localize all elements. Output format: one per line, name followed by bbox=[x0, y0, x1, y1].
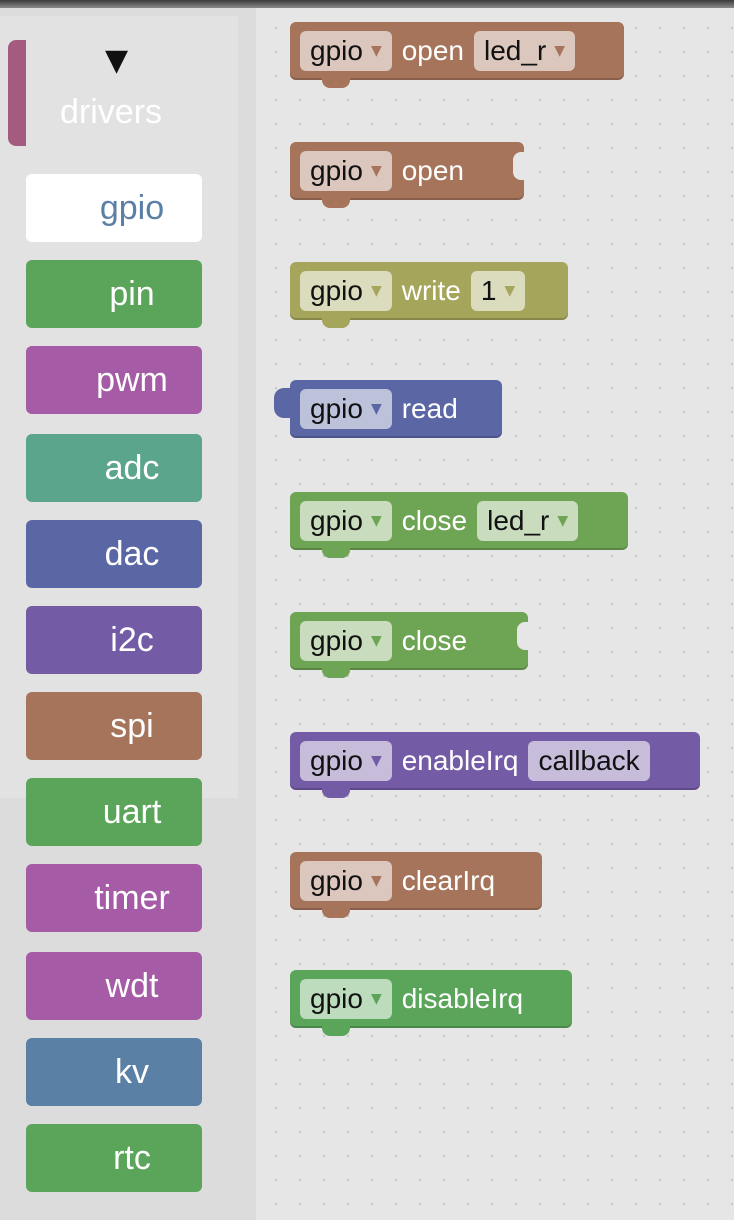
block-label: enableIrq bbox=[401, 745, 519, 776]
variable-dropdown[interactable]: gpio ▼ bbox=[300, 271, 392, 311]
block-label: clearIrq bbox=[401, 865, 496, 896]
toolbox-item-label: dac bbox=[104, 534, 160, 573]
toolbox-item-kv[interactable]: kv bbox=[26, 1038, 202, 1106]
block-gpio-open-value[interactable]: gpio ▼ open bbox=[290, 142, 525, 208]
variable-dropdown[interactable]: gpio ▼ bbox=[300, 151, 392, 191]
top-edge bbox=[0, 0, 734, 8]
toolbox-item-spi[interactable]: spi bbox=[26, 692, 202, 760]
variable-dropdown[interactable]: gpio ▼ bbox=[300, 621, 392, 661]
chevron-down-icon: ▼ bbox=[370, 991, 382, 1007]
dropdown-value: gpio bbox=[310, 505, 363, 536]
dropdown-value: 1 bbox=[480, 275, 497, 306]
block-label: disableIrq bbox=[401, 983, 524, 1014]
dropdown-value: led_r bbox=[487, 505, 550, 536]
toolbox-item-pin[interactable]: pin bbox=[26, 260, 202, 328]
input-socket bbox=[513, 152, 525, 180]
chevron-down-icon: ▼ bbox=[370, 513, 382, 529]
toolbox-item-label: pwm bbox=[96, 360, 168, 399]
variable-dropdown[interactable]: gpio ▼ bbox=[300, 389, 392, 429]
block-notch bbox=[322, 788, 350, 798]
value-dropdown[interactable]: 1▼ bbox=[470, 271, 526, 311]
block-gpio-enable-irq[interactable]: gpio ▼ enableIrq callback bbox=[290, 732, 700, 798]
pin-dropdown[interactable]: led_r ▼ bbox=[477, 501, 579, 541]
block-notch bbox=[322, 318, 350, 328]
block-gpio-close-assign[interactable]: gpio ▼ close led_r ▼ bbox=[290, 492, 628, 558]
toolbox-item-pwm[interactable]: pwm bbox=[26, 346, 202, 414]
category-drivers[interactable]: ▼ drivers bbox=[8, 40, 238, 146]
category-label: drivers bbox=[60, 93, 163, 131]
block-label: read bbox=[401, 393, 458, 424]
pin-dropdown[interactable]: led_r ▼ bbox=[474, 31, 576, 71]
dropdown-value: gpio bbox=[310, 35, 363, 66]
block-gpio-disable-irq[interactable]: gpio ▼ disableIrq bbox=[290, 970, 572, 1036]
variable-dropdown[interactable]: gpio ▼ bbox=[300, 979, 392, 1019]
toolbox-item-label: i2c bbox=[110, 620, 154, 659]
toolbox-item-label: uart bbox=[102, 792, 162, 831]
dropdown-value: gpio bbox=[310, 625, 363, 656]
toolbox-item-label: gpio bbox=[99, 188, 165, 227]
block-label: open bbox=[401, 155, 465, 186]
toolbox-item-label: kv bbox=[115, 1052, 149, 1091]
dropdown-value: gpio bbox=[310, 745, 363, 776]
block-notch bbox=[322, 908, 350, 918]
variable-dropdown[interactable]: gpio ▼ bbox=[300, 741, 392, 781]
toolbox-item-i2c[interactable]: i2c bbox=[26, 606, 202, 674]
block-gpio-read[interactable]: gpio ▼ read bbox=[274, 380, 502, 438]
dropdown-value: gpio bbox=[310, 865, 363, 896]
toolbox-item-uart[interactable]: uart bbox=[26, 778, 202, 846]
block-label: close bbox=[401, 505, 468, 536]
chevron-down-icon: ▼ bbox=[504, 283, 516, 299]
toolbox: ▼ drivers gpio pin pwm adc dac i2c spi u… bbox=[0, 8, 256, 1220]
toolbox-item-dac[interactable]: dac bbox=[26, 520, 202, 588]
chevron-down-icon: ▼ bbox=[370, 633, 382, 649]
input-socket bbox=[517, 622, 529, 650]
toolbox-item-wdt[interactable]: wdt bbox=[26, 952, 202, 1020]
block-notch bbox=[322, 668, 350, 678]
block-label: write bbox=[401, 275, 461, 306]
toolbox-item-adc[interactable]: adc bbox=[26, 434, 202, 502]
toolbox-item-rtc[interactable]: rtc bbox=[26, 1124, 202, 1192]
block-gpio-clear-irq[interactable]: gpio ▼ clearIrq bbox=[290, 852, 542, 918]
toolbox-item-label: spi bbox=[110, 706, 154, 745]
toolbox-item-label: adc bbox=[104, 448, 160, 487]
toolbox-item-label: pin bbox=[109, 274, 155, 313]
block-notch bbox=[322, 548, 350, 558]
dropdown-value: led_r bbox=[484, 35, 547, 66]
block-gpio-write[interactable]: gpio▼ write 1▼ bbox=[290, 262, 568, 328]
chevron-down-icon: ▼ bbox=[370, 753, 382, 769]
dropdown-value: gpio bbox=[310, 983, 363, 1014]
block-notch bbox=[322, 198, 350, 208]
variable-dropdown[interactable]: gpio ▼ bbox=[300, 861, 392, 901]
dropdown-value: gpio bbox=[310, 275, 363, 306]
toolbox-item-label: timer bbox=[94, 878, 170, 917]
chevron-down-icon: ▼ bbox=[370, 401, 382, 417]
block-notch bbox=[322, 1026, 350, 1036]
dropdown-value: gpio bbox=[310, 155, 363, 186]
block-gpio-close-value[interactable]: gpio ▼ close bbox=[290, 612, 529, 678]
triangle-down-icon[interactable]: ▼ bbox=[105, 43, 129, 78]
chevron-down-icon: ▼ bbox=[370, 163, 382, 179]
dropdown-value: gpio bbox=[310, 393, 363, 424]
block-label: open bbox=[401, 35, 465, 66]
chevron-down-icon: ▼ bbox=[557, 513, 569, 529]
chevron-down-icon: ▼ bbox=[554, 43, 566, 59]
toolbox-item-timer[interactable]: timer bbox=[26, 864, 202, 932]
category-color-bar bbox=[8, 40, 26, 146]
callback-field[interactable]: callback bbox=[528, 741, 650, 781]
toolbox-item-label: wdt bbox=[105, 966, 159, 1005]
toolbox-item-gpio[interactable]: gpio bbox=[26, 174, 202, 242]
block-notch bbox=[322, 78, 350, 88]
chevron-down-icon: ▼ bbox=[370, 283, 382, 299]
variable-dropdown[interactable]: gpio ▼ bbox=[300, 501, 392, 541]
variable-dropdown[interactable]: gpio ▼ bbox=[300, 31, 392, 71]
toolbox-item-label: rtc bbox=[113, 1138, 151, 1177]
block-gpio-open-assign[interactable]: gpio ▼ open led_r ▼ bbox=[290, 22, 624, 88]
chevron-down-icon: ▼ bbox=[370, 43, 382, 59]
block-label: close bbox=[401, 625, 468, 656]
chevron-down-icon: ▼ bbox=[370, 873, 382, 889]
output-plug bbox=[274, 388, 292, 418]
